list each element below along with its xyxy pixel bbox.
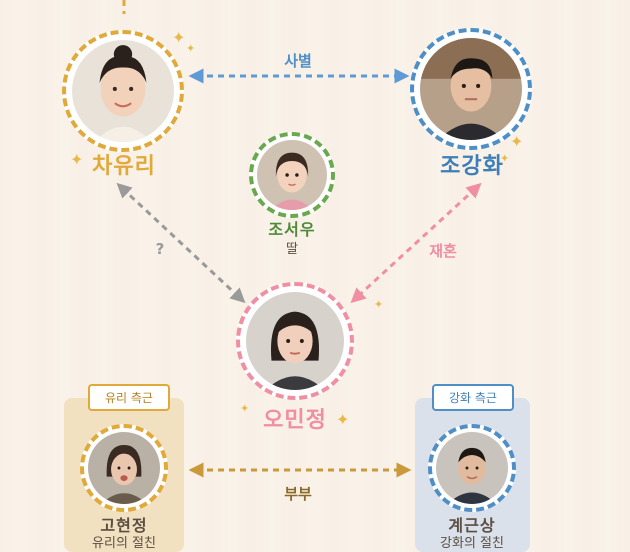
geunsang-photo-icon — [436, 432, 508, 504]
relation-label-remarriage: 재혼 — [429, 242, 457, 260]
line-yuri-minjeong — [116, 182, 246, 304]
relation-label-spouses: 부부 — [284, 485, 312, 503]
hyunjeong-photo-icon — [88, 432, 160, 504]
geunsang-name: 계근상 — [448, 516, 496, 535]
relation-label-bereaved: 사별 — [284, 52, 312, 70]
line-kanghwa-minjeong — [350, 182, 482, 304]
kanghwa-photo-icon — [420, 38, 522, 140]
kanghwa-name: 조강화 — [440, 154, 504, 179]
kanghwa-portrait — [410, 28, 532, 150]
hyunjeong-role: 유리의 절친 — [92, 536, 156, 551]
sparkle-icon: ✦ — [172, 28, 186, 47]
minjeong-name: 오민정 — [263, 408, 327, 433]
seowoo-name: 조서우 — [268, 220, 316, 239]
yuri-name: 차유리 — [92, 154, 156, 179]
hyunjeong-portrait — [80, 424, 168, 512]
relation-label-unknown: ? — [155, 240, 165, 258]
sparkle-icon: ✦ — [240, 402, 250, 415]
seowoo-role: 딸 — [286, 242, 298, 257]
seowoo-photo-icon — [257, 140, 327, 210]
sparkle-icon: ✦ — [374, 298, 384, 311]
yuri-side-tag: 유리 측근 — [88, 384, 170, 411]
yuri-portrait — [62, 30, 184, 152]
geunsang-role: 강화의 절친 — [440, 536, 504, 551]
sparkle-icon: ✦ — [70, 150, 84, 169]
kanghwa-side-tag: 강화 측근 — [432, 384, 514, 411]
hyunjeong-name: 고현정 — [100, 516, 148, 535]
seowoo-portrait — [249, 132, 335, 218]
yuri-photo-icon — [72, 40, 174, 142]
sparkle-icon: ✦ — [186, 42, 196, 55]
minjeong-photo-icon — [246, 292, 344, 390]
geunsang-portrait — [428, 424, 516, 512]
minjeong-portrait — [236, 282, 354, 400]
sparkle-icon: ✦ — [336, 410, 350, 429]
sparkle-icon: ✦ — [510, 132, 524, 151]
sparkle-icon: ✦ — [500, 152, 510, 165]
